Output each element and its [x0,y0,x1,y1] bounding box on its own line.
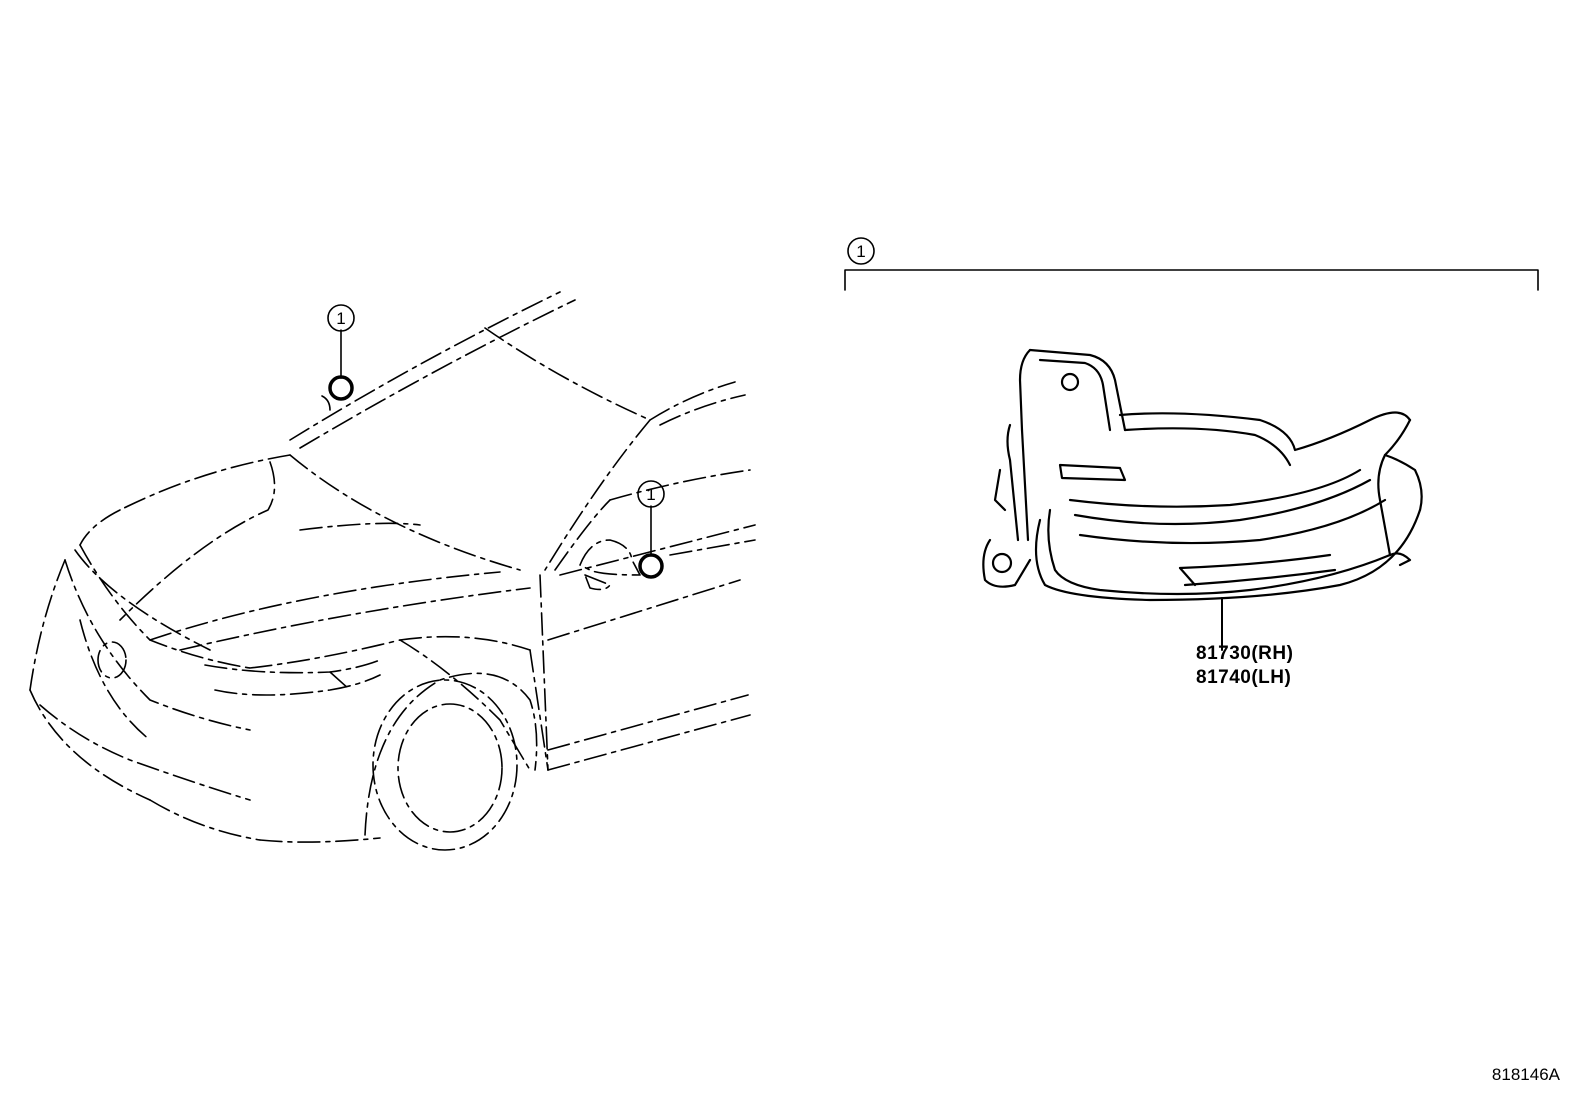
callout-mirror: 1 [637,480,665,579]
part-number-rh: 81730(RH) [1196,643,1293,664]
callout-mirror-label: 1 [646,485,655,504]
callout-bracket: 1 [844,237,1539,291]
callout-roof-label: 1 [336,309,345,328]
roof-sensor-marker [328,375,354,401]
callout-roof: 1 [321,304,355,411]
part-number-lh: 81740(LH) [1196,667,1291,688]
car-illustration [29,291,756,851]
callout-bracket-label: 1 [856,242,865,261]
side-turn-lamp-illustration [982,348,1423,651]
part-number-labels: 81730(RH) 81740(LH) [1196,643,1293,688]
figure-code: 818146A [1492,1065,1561,1084]
mirror-lamp-marker [638,553,664,579]
